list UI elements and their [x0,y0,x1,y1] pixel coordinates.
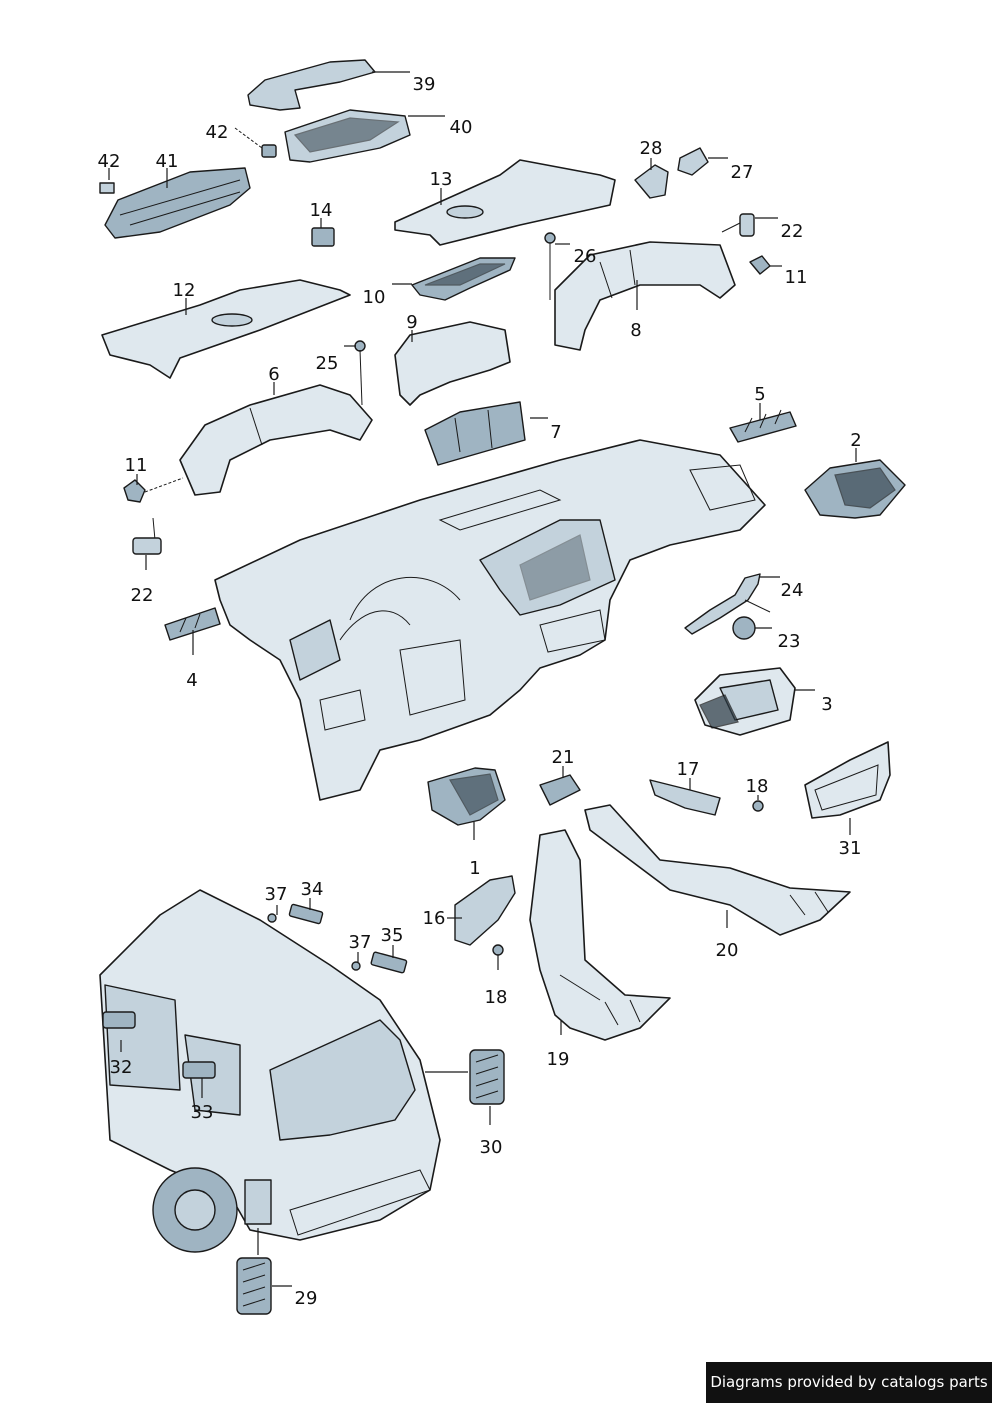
part-37a [267,913,277,923]
callout-33: 33 [190,1102,214,1123]
part-18b [492,944,504,956]
callout-27: 27 [730,162,754,183]
callout-12: 12 [172,280,196,301]
callout-10: 10 [362,287,386,308]
callout-20: 20 [715,940,739,961]
part-35 [370,951,408,974]
callout-37: 37 [348,932,372,953]
dashboard [214,439,766,801]
callout-24: 24 [780,580,804,601]
part-20 [584,804,851,936]
callout-23: 23 [777,631,801,652]
callout-11: 11 [124,455,148,476]
part-12 [101,279,351,379]
part-26 [544,232,556,300]
part-16 [454,875,516,946]
callout-16: 16 [422,908,446,929]
part-29 [236,1228,292,1315]
part-4 [164,607,221,641]
part-42a [234,127,277,158]
callout-30: 30 [479,1137,503,1158]
part-22a [721,213,778,237]
callout-6: 6 [268,364,280,385]
callout-32: 32 [109,1057,133,1078]
part-9 [394,321,511,406]
callout-1: 1 [469,858,481,879]
part-7 [424,401,526,466]
part-34 [288,903,324,925]
part-21 [539,774,581,806]
callout-4: 4 [186,670,198,691]
part-11a [749,255,771,275]
callout-22: 22 [780,221,804,242]
callout-39: 39 [412,74,436,95]
callout-25: 25 [315,353,339,374]
part-8 [554,241,736,351]
part-5 [729,409,797,443]
callout-7: 7 [550,422,562,443]
callout-8: 8 [630,320,642,341]
part-41 [99,167,251,239]
callout-22: 22 [130,585,154,606]
rear-vehicle [99,889,441,1253]
part-14 [311,227,335,247]
part-23 [732,616,756,640]
part-18a [752,800,764,812]
callout-9: 9 [406,312,418,333]
callout-42: 42 [97,151,121,172]
callout-28: 28 [639,138,663,159]
part-27 [677,147,728,176]
part-6 [179,384,373,496]
callout-17: 17 [676,759,700,780]
part-3 [694,667,796,736]
callout-13: 13 [429,169,453,190]
callout-14: 14 [309,200,333,221]
part-17 [649,779,721,816]
part-11b [123,477,184,503]
callout-42: 42 [205,122,229,143]
part-40 [284,109,445,163]
part-10 [411,257,516,301]
part-39 [247,59,410,111]
callout-37: 37 [264,884,288,905]
part-22b [132,517,162,555]
callout-11: 11 [784,267,808,288]
callout-31: 31 [838,838,862,859]
callout-5: 5 [754,384,766,405]
callout-41: 41 [155,151,179,172]
part-37b [351,961,361,971]
part-24 [684,573,780,635]
part-28 [634,164,669,199]
callout-18: 18 [484,987,508,1008]
footer-attribution: Diagrams provided by catalogs parts [706,1362,992,1403]
callout-35: 35 [380,925,404,946]
callout-19: 19 [546,1049,570,1070]
callout-3: 3 [821,694,833,715]
part-31 [804,741,891,819]
leader-lines [108,158,857,1125]
callout-2: 2 [850,430,862,451]
part-2 [804,459,906,519]
part-19 [529,829,671,1041]
part-13 [394,159,616,246]
part-25 [354,340,366,406]
callout-40: 40 [449,117,473,138]
callout-18: 18 [745,776,769,797]
part-30 [425,1049,505,1105]
part-1 [427,767,506,826]
callout-29: 29 [294,1288,318,1309]
callout-26: 26 [573,246,597,267]
callout-21: 21 [551,747,575,768]
callout-34: 34 [300,879,324,900]
